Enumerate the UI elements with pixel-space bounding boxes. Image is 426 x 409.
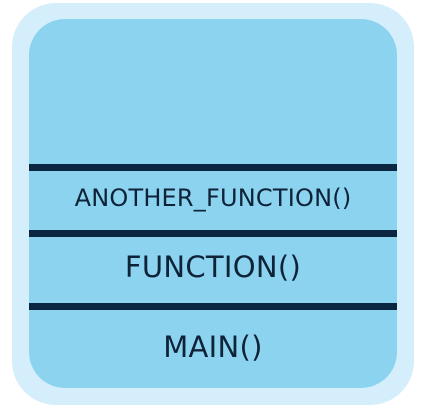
stack-divider-top <box>29 164 397 171</box>
call-stack: ANOTHER_FUNCTION() FUNCTION() MAIN() <box>29 19 397 388</box>
stack-frame-main: MAIN() <box>163 330 263 364</box>
stack-divider-middle <box>29 230 397 237</box>
stack-divider-bottom <box>29 303 397 310</box>
stack-frame-another-function: ANOTHER_FUNCTION() <box>74 184 352 212</box>
stack-frame-function: FUNCTION() <box>124 250 302 284</box>
